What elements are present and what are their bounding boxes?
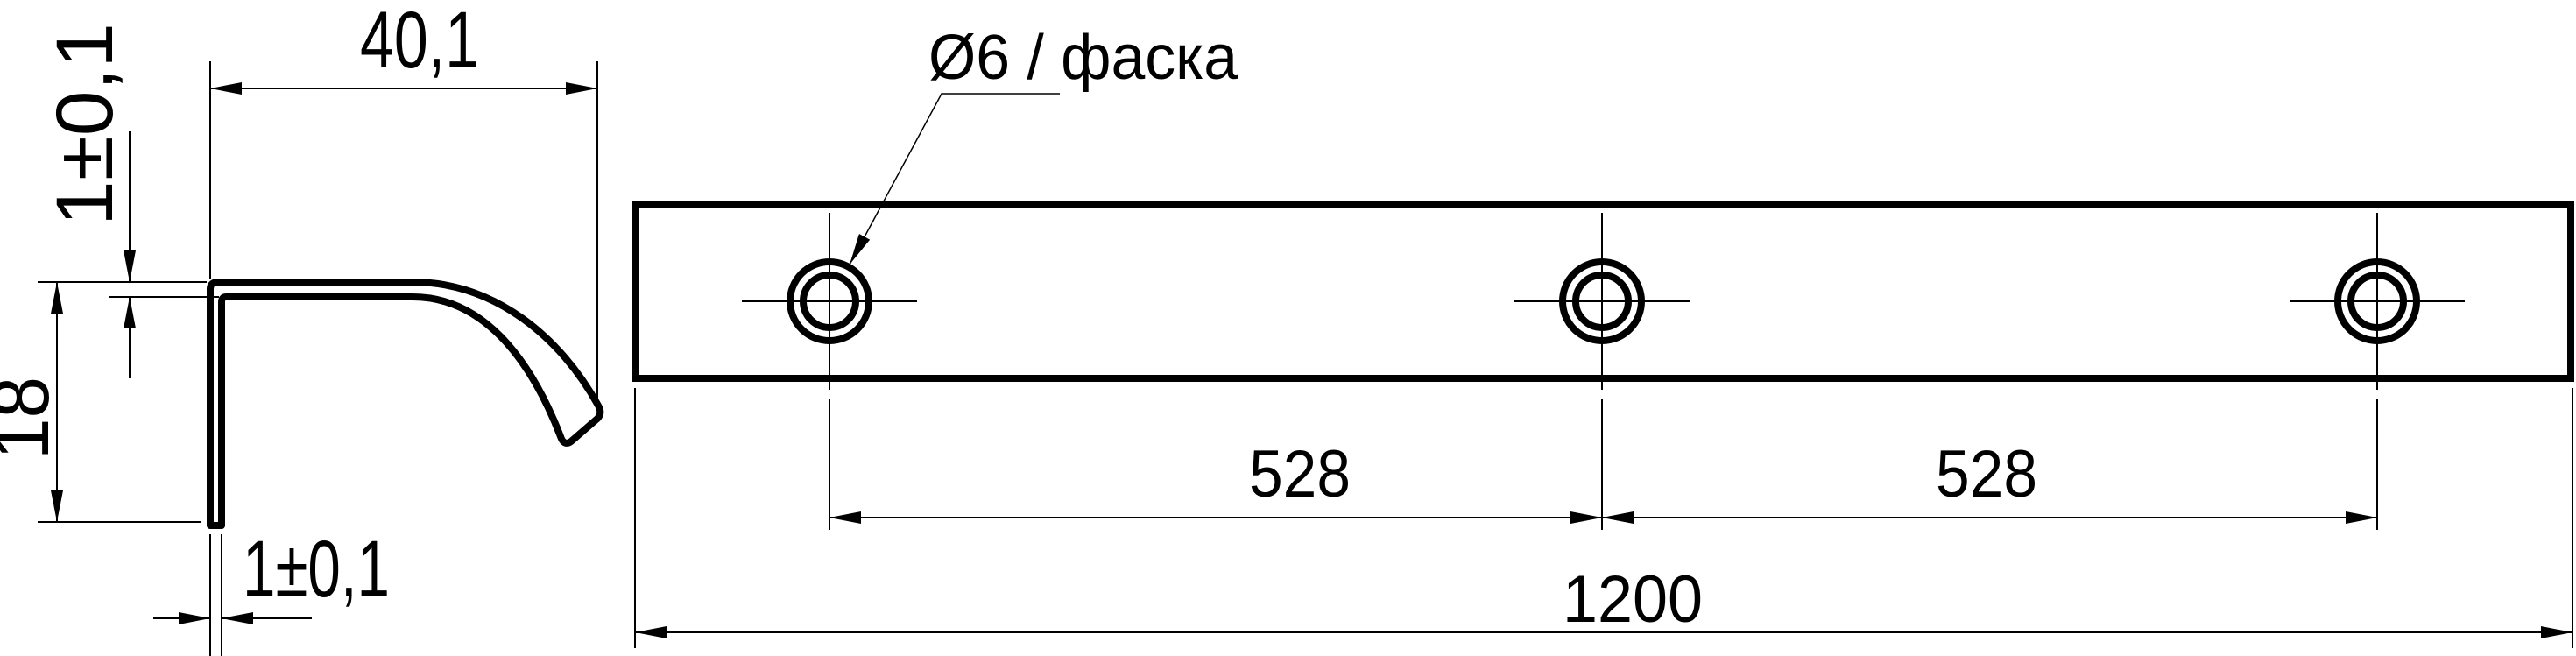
dimension-height-label: 18 bbox=[0, 377, 66, 460]
handle-profile-outline bbox=[207, 279, 604, 529]
mounting-hole bbox=[742, 213, 917, 390]
dimension-width-label: 40,1 bbox=[360, 0, 479, 85]
mounting-hole bbox=[1514, 213, 1690, 390]
hole-callout-label: Ø6 / фаска bbox=[928, 23, 1239, 93]
plan-view: Ø6 / фаска 528 528 1200 bbox=[632, 23, 2574, 648]
profile-view: 40,1 18 1±0,1 1±0,1 bbox=[0, 0, 604, 656]
dimension-spacing-2-label: 528 bbox=[1936, 437, 2037, 511]
dimension-overall-length-label: 1200 bbox=[1563, 562, 1703, 637]
dimension-spacing-1-label: 528 bbox=[1249, 437, 1351, 511]
mounting-hole bbox=[2290, 213, 2465, 390]
dimension-top-thickness-label: 1±0,1 bbox=[40, 23, 130, 226]
callout-leader bbox=[849, 93, 1060, 265]
dimension-wall-thickness-label: 1±0,1 bbox=[243, 525, 390, 614]
